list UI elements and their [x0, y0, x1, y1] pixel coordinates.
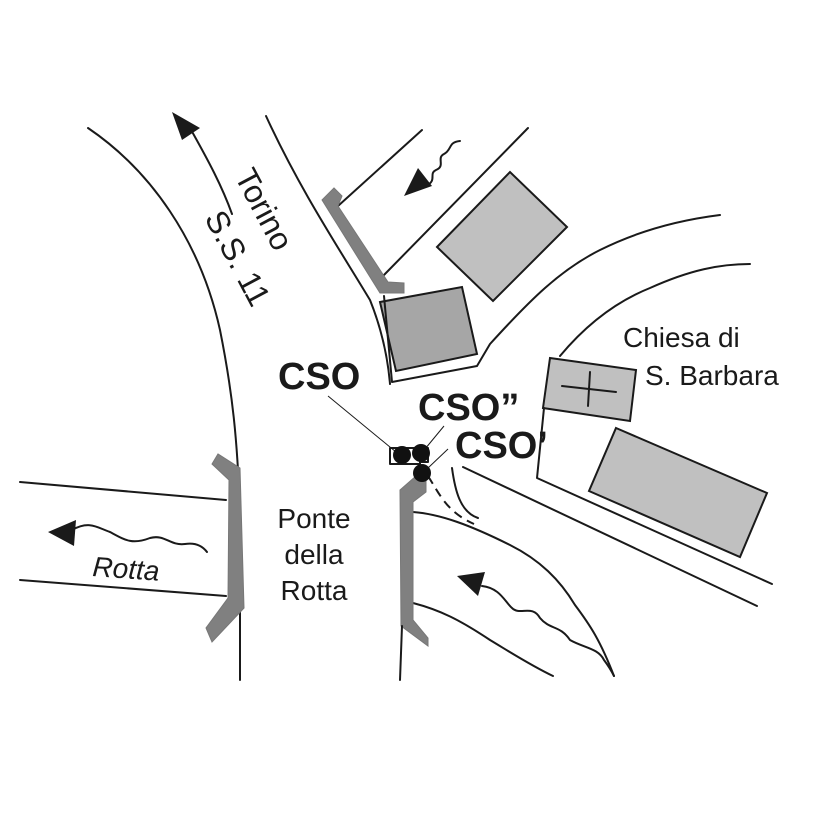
cso-marker[interactable] — [393, 446, 411, 464]
river-west — [19, 481, 227, 597]
cso-leader — [327, 395, 397, 453]
cso-double-prime-label: CSO” — [418, 387, 519, 429]
street-east-b — [462, 466, 758, 607]
church: Chiesa di S. Barbara — [541, 322, 779, 423]
street-east-a — [536, 407, 773, 585]
building-east — [587, 426, 769, 559]
bridge-label: Ponte della Rotta — [277, 503, 350, 606]
street-edge-east — [559, 263, 751, 357]
river-label: Rotta — [92, 551, 161, 587]
building-near-road — [378, 285, 479, 373]
cso-prime-leader — [427, 448, 449, 469]
bridge-label-line3: Rotta — [281, 575, 348, 606]
church-label-line1: Chiesa di — [623, 322, 740, 353]
arrowhead-icon — [457, 572, 485, 596]
arrowhead-icon — [404, 168, 432, 196]
road-ss11 — [87, 115, 391, 681]
cso-label: CSO — [278, 356, 360, 398]
cso-prime-label: CSO’ — [455, 425, 548, 467]
church-label-line2: S. Barbara — [645, 360, 779, 391]
river-outflow-arrow — [48, 520, 208, 553]
tributary-channel — [321, 127, 529, 294]
tributary-flow-arrow — [404, 140, 461, 196]
river-east — [412, 467, 615, 677]
arrowhead-icon — [48, 520, 76, 546]
cso-markers[interactable] — [327, 395, 449, 482]
cso-double-prime-leader — [424, 425, 445, 450]
river-inflow-arrow — [457, 572, 615, 677]
road-right-edge-upper — [265, 115, 391, 385]
bridge-right-edge — [399, 625, 403, 681]
building-north — [435, 170, 569, 303]
bridge-wall-right — [399, 475, 429, 647]
cso-prime-marker[interactable] — [413, 464, 431, 482]
cross-icon — [561, 371, 617, 407]
cso-double-prime-marker[interactable] — [412, 444, 430, 462]
culvert-dashed — [427, 475, 475, 525]
channel-wall — [321, 187, 405, 294]
bridge-label-line1: Ponte — [277, 503, 350, 534]
road-left-edge — [87, 127, 241, 681]
road-direction-arrow — [172, 112, 233, 215]
arrowhead-icon — [172, 112, 200, 140]
bridge-label-line2: della — [284, 539, 344, 570]
bridge-wall-left — [205, 453, 245, 643]
block-outline — [383, 214, 721, 383]
